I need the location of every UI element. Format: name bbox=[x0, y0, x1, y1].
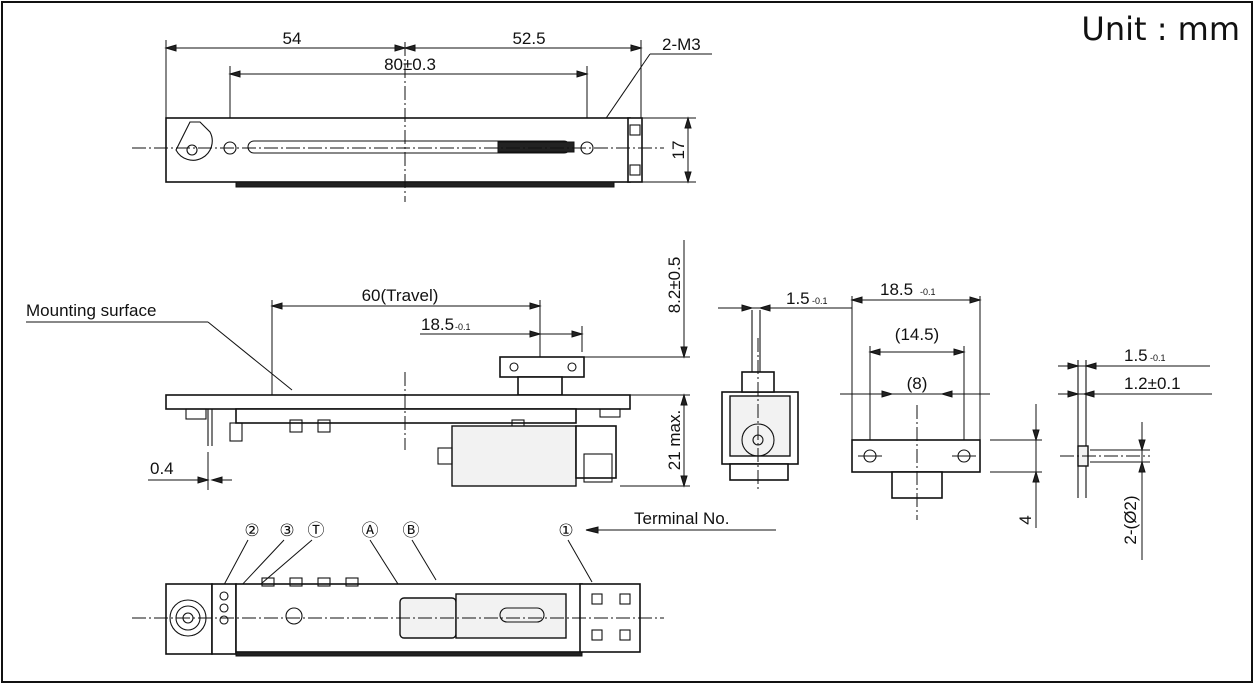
dim-54: 54 bbox=[283, 29, 302, 48]
dim-4: 4 bbox=[1016, 515, 1035, 524]
dim-0-4: 0.4 bbox=[150, 459, 174, 478]
tol-18-5-lever: -0.1 bbox=[920, 287, 936, 297]
dim-80: 80±0.3 bbox=[384, 55, 436, 74]
dim-1-5-section: 1.5 bbox=[1124, 346, 1148, 365]
dim-8: (8) bbox=[907, 374, 928, 393]
bottom-view: ② ③ Ⓣ Ⓐ Ⓑ ① Terminal No. bbox=[132, 509, 776, 657]
dim-17: 17 bbox=[669, 141, 688, 160]
end-view: 1.5 -0.1 bbox=[718, 289, 852, 490]
dim-1-2: 1.2±0.1 bbox=[1124, 374, 1181, 393]
fader-body-bottom bbox=[165, 583, 213, 655]
dim-travel: 60(Travel) bbox=[362, 286, 439, 305]
dim-8-2: 8.2±0.5 bbox=[665, 257, 684, 314]
terminal-3: ③ bbox=[279, 521, 294, 540]
top-view: 54 52.5 80±0.3 2-M3 17 bbox=[132, 29, 712, 202]
terminal-b: Ⓑ bbox=[403, 521, 420, 540]
tol-1-5-end: -0.1 bbox=[812, 296, 828, 306]
dim-2-phi-2: 2-(Ø2) bbox=[1121, 495, 1140, 544]
unit-label: Unit : mm bbox=[1081, 10, 1240, 48]
side-view: Mounting surface 60(Travel) 18.5 -0.1 bbox=[26, 240, 690, 490]
dim-18-5-lever: 18.5 bbox=[880, 280, 913, 299]
lever-detail: 18.5 -0.1 (14.5) (8) 4 bbox=[840, 280, 1042, 528]
terminal-a: Ⓐ bbox=[362, 521, 379, 540]
lever-section: 1.5 -0.1 1.2±0.1 2-(Ø2) bbox=[1058, 346, 1212, 560]
dim-21-max: 21 max. bbox=[665, 410, 684, 470]
terminal-t: Ⓣ bbox=[308, 521, 325, 540]
dim-1-5-end: 1.5 bbox=[786, 289, 810, 308]
tol-1-5-section: -0.1 bbox=[1150, 353, 1166, 363]
dim-18-5-shaft: 18.5 bbox=[421, 315, 454, 334]
label-mounting-surface: Mounting surface bbox=[26, 301, 156, 320]
label-terminal-no: Terminal No. bbox=[634, 509, 729, 528]
tol-18-5-shaft: -0.1 bbox=[455, 322, 471, 332]
dim-52-5: 52.5 bbox=[512, 29, 545, 48]
fader-body-side bbox=[165, 394, 631, 410]
dim-2-m3: 2-M3 bbox=[662, 35, 701, 54]
terminal-2: ② bbox=[244, 521, 259, 540]
terminal-1: ① bbox=[558, 521, 573, 540]
dim-14-5: (14.5) bbox=[895, 325, 939, 344]
